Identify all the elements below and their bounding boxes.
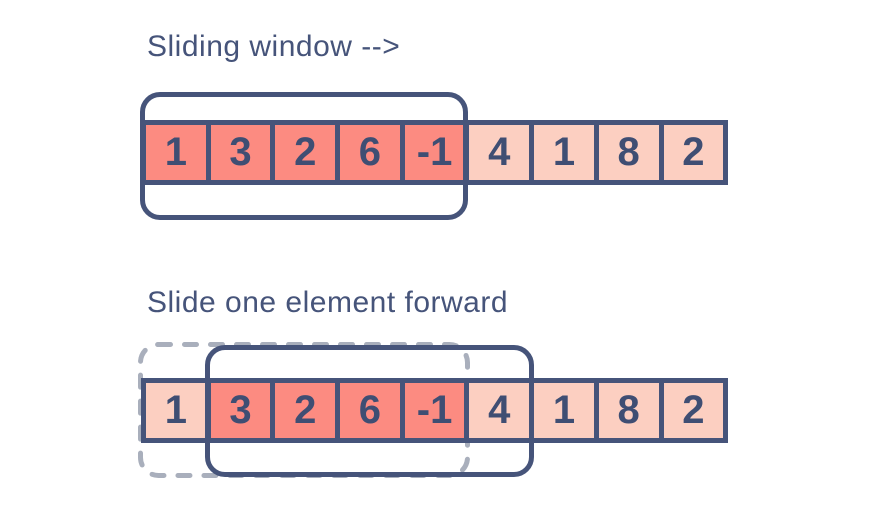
array-cell: 1 — [529, 120, 599, 185]
array-cell: 2 — [270, 378, 341, 443]
array-cell: 8 — [593, 378, 664, 443]
array-cell: 2 — [658, 120, 729, 185]
figure-title: Slide one element forward — [147, 286, 509, 319]
array-row: 1 3 2 6 -1 4 1 8 2 — [141, 120, 729, 185]
array-cell: 6 — [335, 120, 405, 185]
array-cell: -1 — [399, 120, 470, 185]
array-cell: 2 — [658, 378, 729, 443]
array-cell: 4 — [464, 120, 535, 185]
figure-title: Sliding window --> — [147, 30, 401, 63]
array-cell: 1 — [529, 378, 599, 443]
array-row: 1 3 2 6 -1 4 1 8 2 — [141, 378, 729, 443]
array-cell: 2 — [270, 120, 341, 185]
array-cell: 1 — [141, 378, 211, 443]
array-cell: -1 — [399, 378, 470, 443]
window-outline — [140, 92, 468, 220]
window-outline — [205, 345, 534, 477]
array-cell: 8 — [593, 120, 664, 185]
